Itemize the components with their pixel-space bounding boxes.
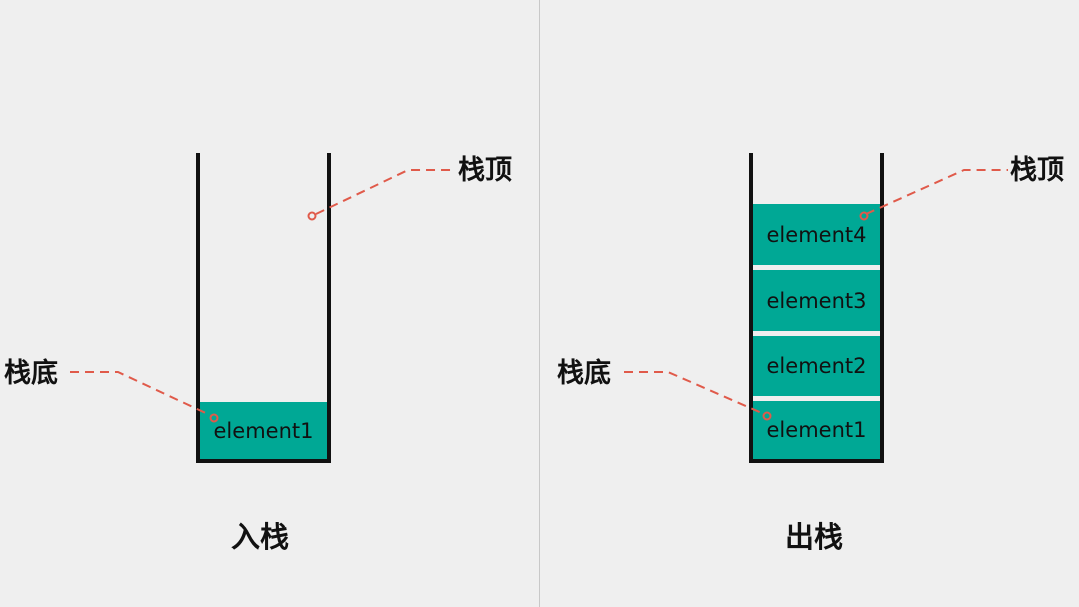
stack-floor <box>196 459 331 463</box>
stack-floor <box>749 459 884 463</box>
stack-bottom-label: 栈底 <box>4 358 58 389</box>
bottom-pointer-line <box>624 371 765 415</box>
bottom-pointer-line <box>70 371 213 417</box>
stack-right-wall <box>327 153 331 463</box>
bottom-pointer-dot-icon <box>209 413 219 423</box>
top-pointer-line <box>315 169 456 215</box>
stack-element: element3 <box>753 270 880 331</box>
stack-top-label: 栈顶 <box>1010 155 1064 186</box>
top-pointer-dot-icon <box>307 211 317 221</box>
bottom-pointer-dot-icon <box>762 411 772 421</box>
top-pointer-dot-icon <box>859 211 869 221</box>
pop-caption: 出栈 <box>785 520 844 554</box>
stack-right-wall <box>880 153 884 463</box>
push-caption: 入栈 <box>231 520 290 554</box>
stack-element: element4 <box>753 204 880 265</box>
stack-element: element1 <box>753 401 880 459</box>
stack-top-label: 栈顶 <box>458 155 512 186</box>
panel-divider <box>539 0 540 607</box>
stack-element: element1 <box>200 402 327 459</box>
stack-bottom-label: 栈底 <box>557 358 611 389</box>
stack-element: element2 <box>753 336 880 396</box>
stack-left-wall <box>196 153 200 463</box>
stack-left-wall <box>749 153 753 463</box>
top-pointer-line <box>865 169 1008 215</box>
